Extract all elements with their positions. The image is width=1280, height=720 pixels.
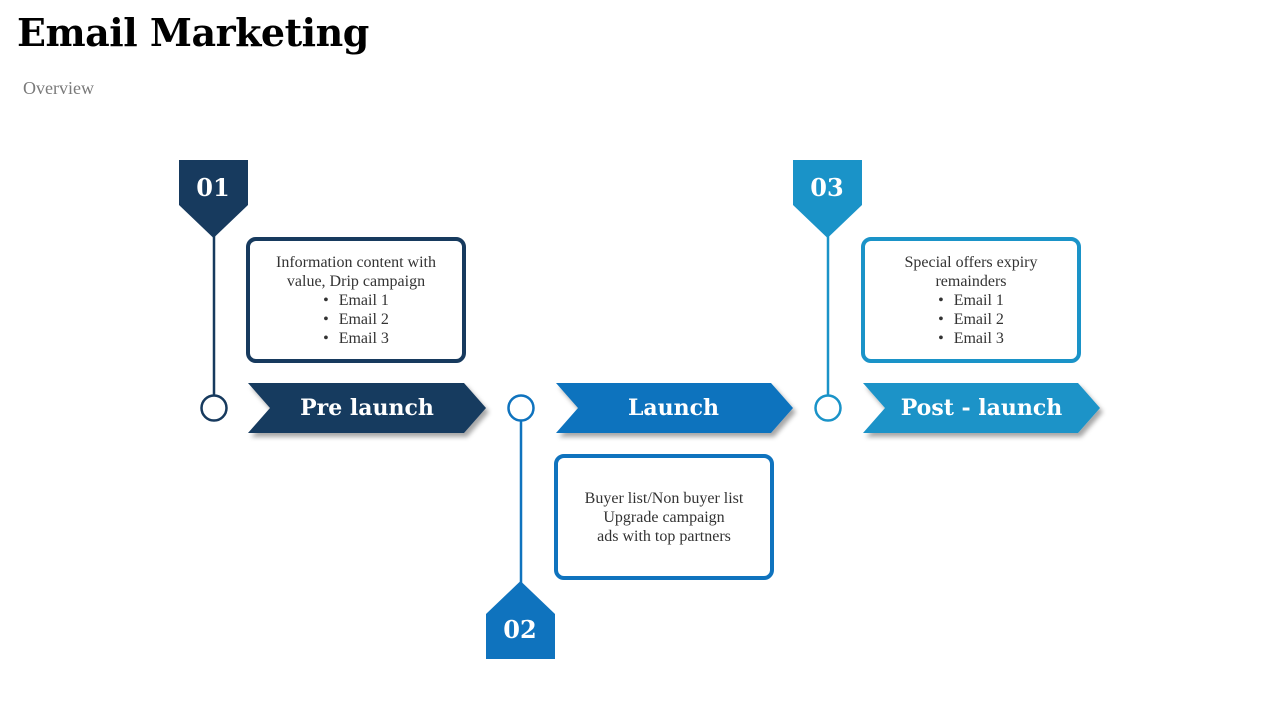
stage-card-1: Information content with value, Drip cam… [246,237,466,363]
card-text: Buyer list/Non buyer list [584,489,744,507]
bullet-list: Email 1 Email 2 Email 3 [323,291,389,348]
stage-number-3: 03 [810,172,844,202]
stage-card-2: Buyer list/Non buyer list Upgrade campai… [554,454,774,580]
number-marker-3 [793,160,862,238]
stage-arrow-3 [863,383,1100,433]
card-text: Information content with value, Drip cam… [276,253,436,290]
number-marker-2 [486,581,555,659]
list-item: Email 2 [938,310,1004,329]
stage-card-3: Special offers expiry remainders Email 1… [861,237,1081,363]
timeline-node-3 [814,394,842,422]
stage-arrow-2 [556,383,793,433]
bullet-list: Email 1 Email 2 Email 3 [938,291,1004,348]
stage-number-2: 02 [503,614,537,644]
card-text: Upgrade campaign [603,508,725,526]
stage-arrow-1 [248,383,486,433]
page-title: Email Marketing [17,10,369,55]
list-item: Email 1 [323,291,389,310]
page-subtitle: Overview [23,78,94,98]
stage-label-2: Launch [627,395,720,421]
list-item: Email 3 [323,329,389,348]
list-item: Email 3 [938,329,1004,348]
stage-label-3: Post - launch [900,395,1063,421]
card-text: Special offers expiry remainders [904,253,1038,290]
list-item: Email 1 [938,291,1004,310]
stage-label-1: Pre launch [300,395,434,421]
timeline-node-1 [200,394,228,422]
number-marker-1 [179,160,248,238]
stage-number-1: 01 [196,172,230,202]
card-text: ads with top partners [597,527,731,545]
timeline-node-2 [507,394,535,422]
list-item: Email 2 [323,310,389,329]
